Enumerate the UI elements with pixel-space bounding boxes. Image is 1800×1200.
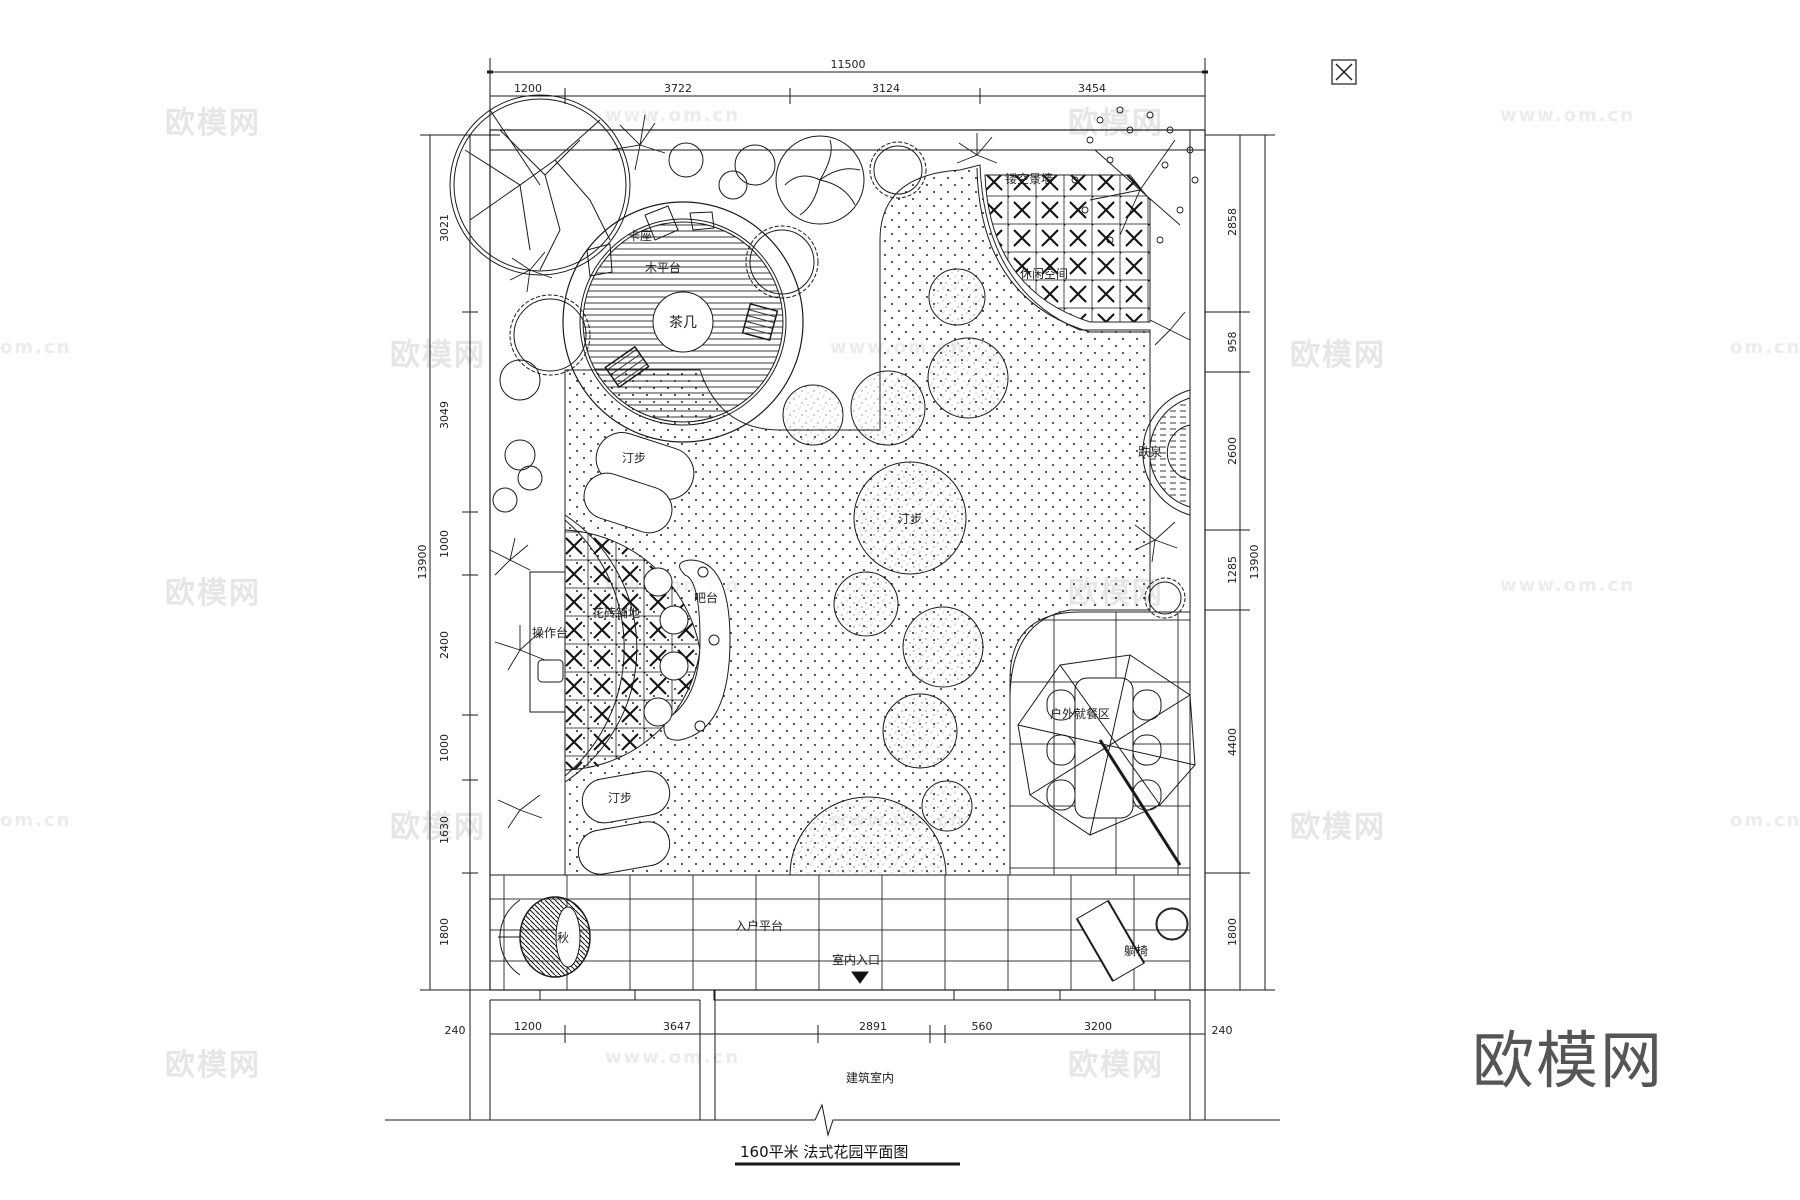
svg-text:1000: 1000 xyxy=(438,734,451,762)
tea-table xyxy=(652,291,714,353)
seat-cushion xyxy=(586,243,613,277)
label-wood-deck: 木平台 xyxy=(645,260,681,275)
label-outdoor-dining: 户外就餐区 xyxy=(1050,706,1110,721)
svg-text:1200: 1200 xyxy=(514,1020,542,1033)
svg-text:2891: 2891 xyxy=(859,1020,887,1033)
seat-cushion xyxy=(644,205,679,241)
fountain-outer xyxy=(1142,389,1191,516)
flowering-tree-symbol xyxy=(1071,106,1199,244)
wood-deck-outer-ring xyxy=(562,201,804,443)
svg-text:1285: 1285 xyxy=(1226,556,1239,584)
brand-watermark: 欧模网 xyxy=(1472,1024,1665,1097)
dining-set xyxy=(1017,654,1196,866)
work-counter xyxy=(529,571,566,713)
svg-text:1200: 1200 xyxy=(514,82,542,95)
entry-platform-tiles xyxy=(489,874,1191,991)
svg-text:13900: 13900 xyxy=(1248,545,1261,580)
label-indoor-entrance: 室内入口 xyxy=(832,952,880,967)
svg-text:240: 240 xyxy=(1212,1024,1233,1037)
deck-chair xyxy=(741,302,779,342)
label-bar-counter: 吧台 xyxy=(694,590,718,605)
svg-text:958: 958 xyxy=(1226,332,1239,353)
label-tea-table: 茶几 xyxy=(669,315,697,331)
leisure-tile-area xyxy=(984,174,1151,323)
svg-text:2600: 2600 xyxy=(1226,437,1239,465)
label-stepping-stone: 汀步 xyxy=(898,512,922,526)
area-labels: 卡座 木平台 茶几 镂空景墙 休闲空间 跌泉 汀步 汀步 汀步 花砖铺地 吧台 … xyxy=(532,172,1162,1085)
svg-text:2858: 2858 xyxy=(1226,208,1239,236)
dimension-labels: 11500 1200 3722 3124 3454 13900 3021 304… xyxy=(416,58,1261,1037)
label-stepping-stone: 汀步 xyxy=(608,791,632,805)
shrub-symbols xyxy=(492,135,1189,941)
svg-text:11500: 11500 xyxy=(831,58,866,71)
north-arrow-box-icon xyxy=(1331,59,1357,85)
label-hollow-wall: 镂空景墙 xyxy=(1005,172,1053,186)
seat-cushion xyxy=(689,211,715,231)
bar-stools xyxy=(643,566,720,732)
swing-basket xyxy=(498,896,591,978)
cascade-fountain xyxy=(1149,397,1191,508)
building-wall-section xyxy=(385,989,1280,1137)
label-leisure-space: 休闲空间 xyxy=(1020,267,1068,281)
label-swing: 秋 xyxy=(557,931,569,945)
stepping-stones-oval xyxy=(577,432,695,875)
svg-text:3200: 3200 xyxy=(1084,1020,1112,1033)
svg-text:3049: 3049 xyxy=(438,401,451,429)
svg-text:3647: 3647 xyxy=(663,1020,691,1033)
label-entry-platform: 入户平台 xyxy=(735,918,783,933)
label-stepping-stone: 汀步 xyxy=(622,451,646,465)
right-dimension-group xyxy=(1205,134,1275,991)
label-tile-paving: 花砖铺地 xyxy=(592,605,640,620)
svg-text:13900: 13900 xyxy=(416,545,429,580)
left-dimension-group xyxy=(420,134,500,991)
svg-text:3021: 3021 xyxy=(438,214,451,242)
svg-text:1000: 1000 xyxy=(438,530,451,558)
svg-text:1800: 1800 xyxy=(1226,918,1239,946)
large-tree-symbol xyxy=(449,94,631,276)
label-seat: 卡座 xyxy=(628,228,652,243)
side-table xyxy=(1156,908,1188,940)
drawing-title: 160平米 法式花园平面图 xyxy=(740,1143,908,1161)
svg-text:3454: 3454 xyxy=(1078,82,1106,95)
label-cascade-fountain: 跌泉 xyxy=(1138,444,1162,459)
svg-text:3722: 3722 xyxy=(664,82,692,95)
label-work-counter: 操作台 xyxy=(532,625,568,640)
svg-text:4400: 4400 xyxy=(1226,728,1239,756)
svg-text:3124: 3124 xyxy=(872,82,900,95)
deck-chair xyxy=(604,345,650,389)
svg-text:240: 240 xyxy=(445,1024,466,1037)
stepping-stones-round xyxy=(782,268,1009,876)
svg-text:1800: 1800 xyxy=(438,918,451,946)
entrance-arrow-icon xyxy=(851,971,869,984)
label-building-interior: 建筑室内 xyxy=(846,1070,894,1085)
lounge-chair xyxy=(1076,900,1145,982)
svg-text:560: 560 xyxy=(972,1020,993,1033)
svg-text:1630: 1630 xyxy=(438,816,451,844)
svg-text:2400: 2400 xyxy=(438,631,451,659)
top-dimension-group xyxy=(487,58,1208,140)
label-lounge-chair: 躺椅 xyxy=(1124,943,1148,958)
